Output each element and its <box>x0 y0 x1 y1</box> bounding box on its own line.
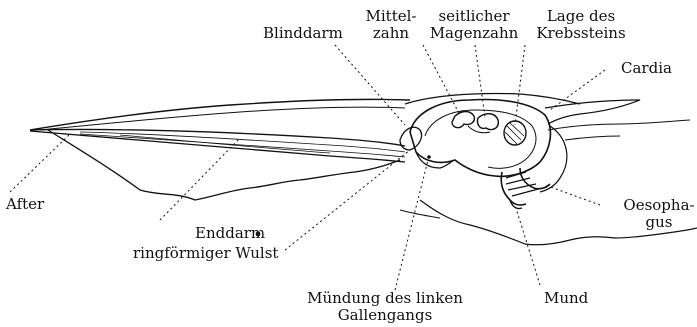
lower-shell-wavy-2 <box>400 210 440 218</box>
label-oesophagus-line1: Oesopha- <box>622 197 696 214</box>
label-lage-des-krebssteins: Lage des Krebssteins <box>530 8 632 42</box>
leader-after <box>10 134 70 192</box>
leader-oesophagus <box>545 185 600 205</box>
label-mittelzahn: Mittel- zahn <box>363 8 419 42</box>
oesophagus-ring-1 <box>506 172 526 178</box>
stomach-outline <box>410 100 550 177</box>
label-seitlicher-magenzahn: seitlicher Magenzahn <box>418 8 530 42</box>
label-lage-line2: Krebssteins <box>530 25 632 42</box>
oesophagus-ring-4 <box>512 188 542 196</box>
label-lage-line1: Lage des <box>530 8 632 25</box>
label-cardia: Cardia <box>621 60 672 77</box>
label-muendung: Mündung des linken Gallengangs <box>295 290 475 324</box>
label-mund: Mund <box>544 290 588 307</box>
leader-enddarm <box>160 138 240 220</box>
label-oesophagus: Oesopha- gus <box>622 197 696 231</box>
cardia-region-2 <box>548 120 690 130</box>
stomach-right-outer <box>540 126 567 192</box>
seitlicher-magenzahn-shape <box>477 114 498 130</box>
label-enddarm-line2: ringförmiger Wulst <box>133 245 278 262</box>
label-enddarm-line1: Enddarm <box>133 225 278 242</box>
cardia-lower <box>565 136 620 140</box>
label-seitlicher-line2: Magenzahn <box>418 25 530 42</box>
label-mittelzahn-line2: zahn <box>363 25 419 42</box>
label-enddarm-wulst: Enddarm ringförmiger Wulst <box>133 225 278 262</box>
leader-muendung <box>395 160 428 290</box>
label-muendung-line2: Gallengangs <box>295 307 475 324</box>
mittelzahn-shape <box>452 112 474 128</box>
body-outline-upper-inner <box>40 107 405 130</box>
leader-seitlicher <box>475 45 485 117</box>
label-blinddarm: Blinddarm <box>263 25 343 42</box>
label-after: After <box>6 196 44 213</box>
leader-krebsstein <box>515 45 525 125</box>
enddarm-stripe-3 <box>120 135 330 153</box>
gallengang-opening <box>427 155 431 159</box>
gallengang-region <box>416 152 455 168</box>
stomach-top-ridge <box>405 93 580 104</box>
body-outline-lower <box>48 130 400 200</box>
label-mittelzahn-line1: Mittel- <box>363 8 419 25</box>
label-muendung-line1: Mündung des linken <box>295 290 475 307</box>
leader-wulst <box>285 150 410 250</box>
label-oesophagus-line2: gus <box>622 214 696 231</box>
leader-blinddarm <box>335 45 405 125</box>
label-seitlicher-line1: seitlicher <box>418 8 530 25</box>
